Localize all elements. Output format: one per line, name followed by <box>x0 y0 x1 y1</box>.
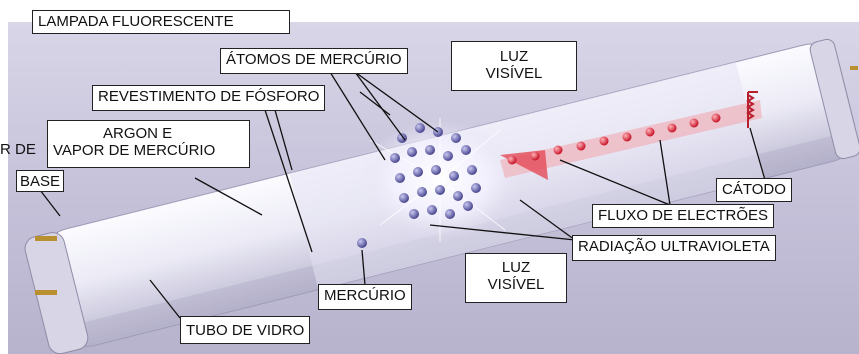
label-fluxo-de-electroes: FLUXO DE ELECTRÕES <box>592 204 775 228</box>
label-tubo-de-vidro: TUBO DE VIDRO <box>180 316 311 344</box>
label-luz-visivel-top-line1: LUZ <box>499 48 529 65</box>
electron <box>645 127 655 137</box>
mercury-atom <box>431 165 441 175</box>
label-base: BASE <box>16 170 65 192</box>
uv-rays <box>369 118 506 242</box>
mercury-atom <box>467 165 477 175</box>
mercury-atom <box>390 153 400 163</box>
mercury-atoms <box>390 123 481 219</box>
mercury-atom <box>471 183 481 193</box>
mercury-atom <box>395 173 405 183</box>
mercury-atom <box>445 209 455 219</box>
mercury-atom <box>461 145 471 155</box>
leader-lines <box>39 71 766 319</box>
label-mercurio: MERCÚRIO <box>318 284 412 310</box>
mercury-droplet <box>357 238 367 248</box>
mercury-atom <box>427 205 437 215</box>
mercury-atom <box>417 187 427 197</box>
mercury-atom <box>407 147 417 157</box>
label-luz-visivel-bottom-line1: LUZ <box>501 259 531 276</box>
electron <box>507 155 517 165</box>
electron <box>553 145 563 155</box>
mercury-atom <box>449 171 459 181</box>
label-revestimento-de-fosforo: REVESTIMENTO DE FÓSFORO <box>92 85 326 111</box>
electrons <box>507 113 721 165</box>
label-argon-line2: VAPOR DE MERCÚRIO <box>53 142 216 159</box>
electron <box>622 132 632 142</box>
label-argon-cut: R DE <box>0 141 36 158</box>
label-atomos-de-mercurio: ÁTOMOS DE MERCÚRIO <box>220 48 408 74</box>
electron <box>530 151 540 161</box>
base-pins <box>35 236 57 295</box>
label-argon-line1: ARGON E <box>103 125 173 142</box>
mercury-atom <box>453 191 463 201</box>
label-radiacao-ultravioleta: RADIAÇÃO ULTRAVIOLETA <box>572 235 776 261</box>
mercury-atom <box>399 193 409 203</box>
electron <box>711 113 721 123</box>
mercury-atom <box>413 167 423 177</box>
mercury-atom <box>415 123 425 133</box>
label-luz-visivel-bottom: LUZ VISÍVEL <box>465 253 567 303</box>
mercury-atom <box>397 133 407 143</box>
diagram-title: LAMPADA FLUORESCENTE <box>32 10 290 34</box>
electron <box>576 141 586 151</box>
mercury-atom <box>463 201 473 211</box>
mercury-atom <box>435 185 445 195</box>
electron <box>599 136 609 146</box>
label-catodo: CÁTODO <box>716 178 792 202</box>
label-luz-visivel-bottom-line2: VISÍVEL <box>487 276 545 293</box>
label-luz-visivel-top: LUZ VISÍVEL <box>451 41 577 91</box>
mercury-atom <box>443 151 453 161</box>
mercury-atom <box>451 133 461 143</box>
mercury-atom <box>425 145 435 155</box>
label-luz-visivel-top-line2: VISÍVEL <box>485 65 543 82</box>
mercury-atom <box>409 209 419 219</box>
label-argon-vapor-mercurio: ARGON E VAPOR DE MERCÚRIO <box>47 120 250 168</box>
electron <box>667 123 677 133</box>
electron <box>689 118 699 128</box>
cathode-filament <box>746 91 758 128</box>
